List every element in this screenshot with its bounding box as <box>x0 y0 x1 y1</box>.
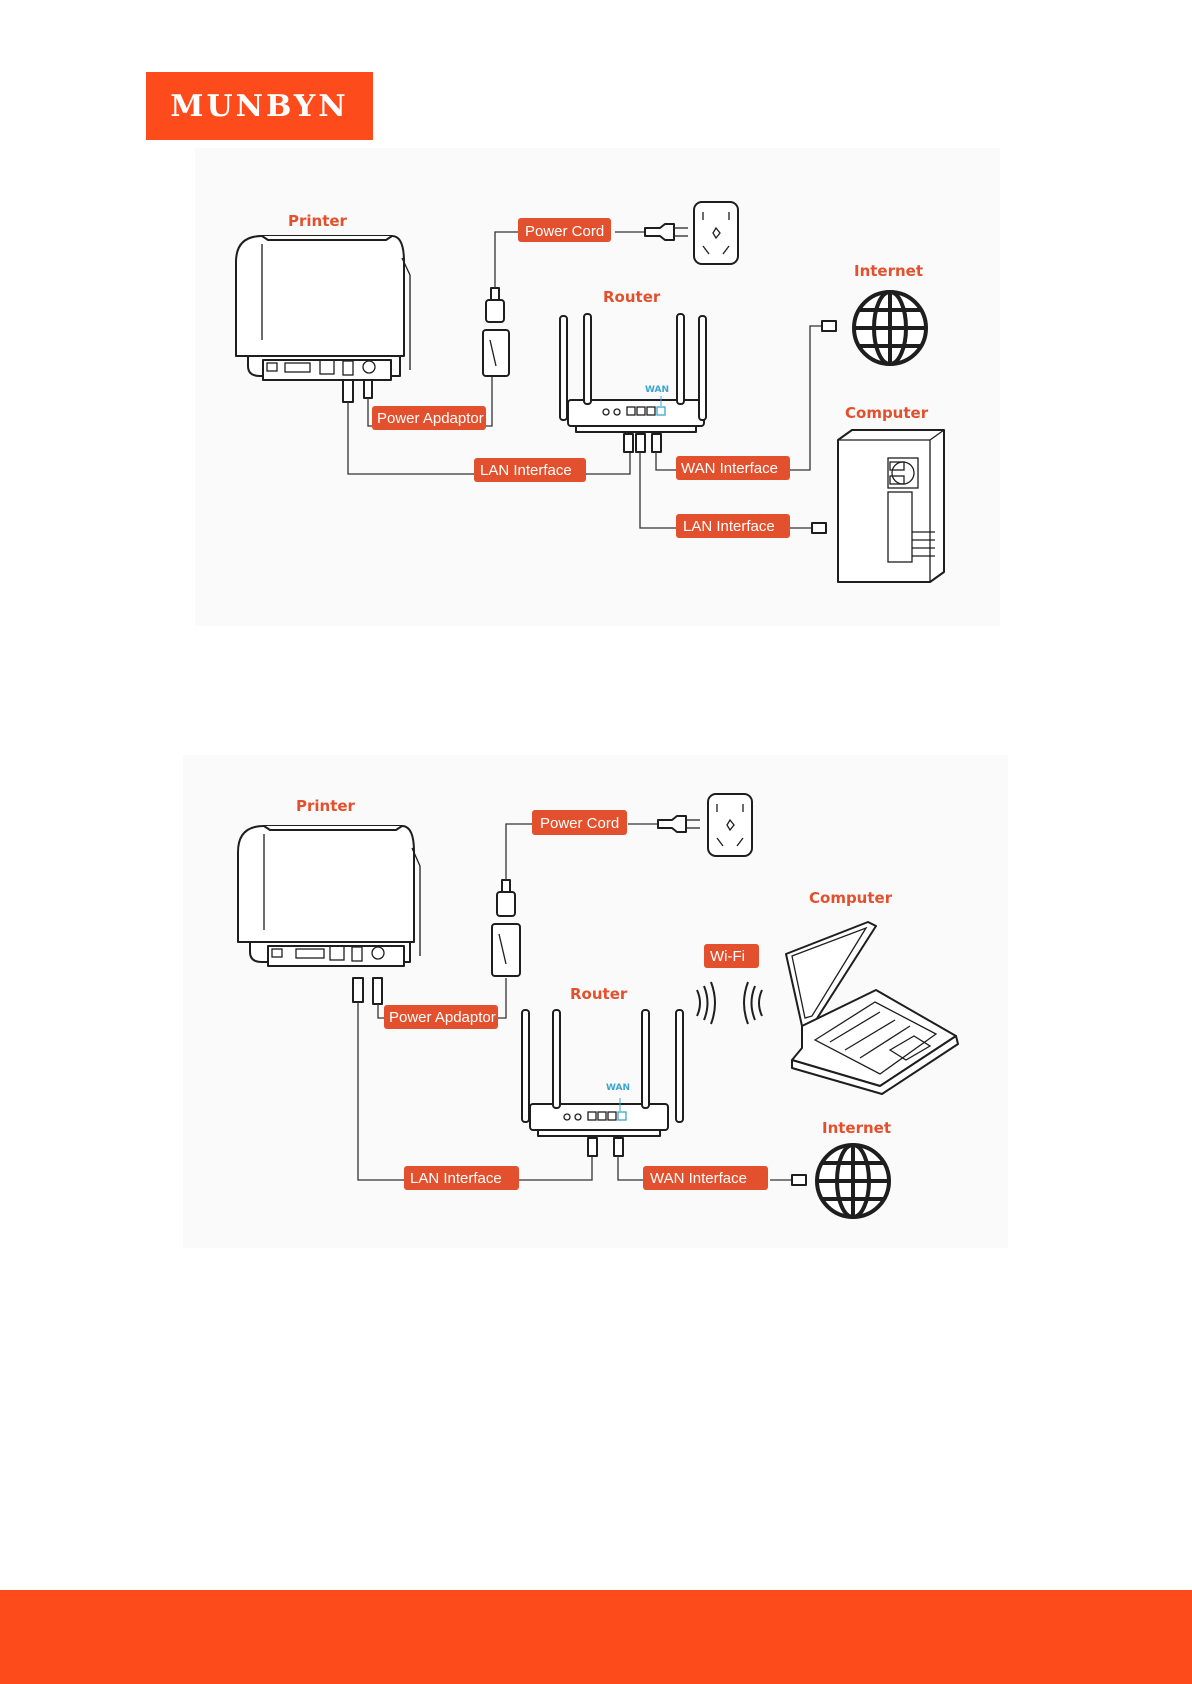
wan-plug-icon <box>614 1138 623 1156</box>
wifi-label: Wi-Fi <box>710 948 745 965</box>
printer-heading: Printer <box>296 797 356 815</box>
computer-heading: Computer <box>809 889 893 907</box>
lan-interface-label: LAN Interface <box>410 1170 502 1187</box>
router-icon: WAN <box>522 1010 683 1136</box>
power-plug-icon <box>373 978 382 1004</box>
lan-plug-icon <box>588 1138 597 1156</box>
router-heading: Router <box>570 985 628 1003</box>
printer-icon <box>238 826 420 966</box>
wan-interface-label: WAN Interface <box>650 1170 747 1187</box>
power-adaptor-label: Power Apdaptor <box>389 1009 496 1026</box>
internet-heading: Internet <box>822 1119 891 1137</box>
power-adaptor-icon <box>492 824 658 976</box>
wifi-signal-icon <box>697 982 762 1024</box>
power-plug-icon <box>658 816 700 832</box>
power-outlet-icon <box>708 794 752 856</box>
globe-icon <box>792 1145 889 1217</box>
wan-port-label: WAN <box>606 1083 630 1093</box>
power-cord-label: Power Cord <box>540 815 619 832</box>
lan-plug-icon <box>353 978 363 1002</box>
footer-bar <box>0 1590 1192 1684</box>
laptop-icon <box>786 922 958 1094</box>
